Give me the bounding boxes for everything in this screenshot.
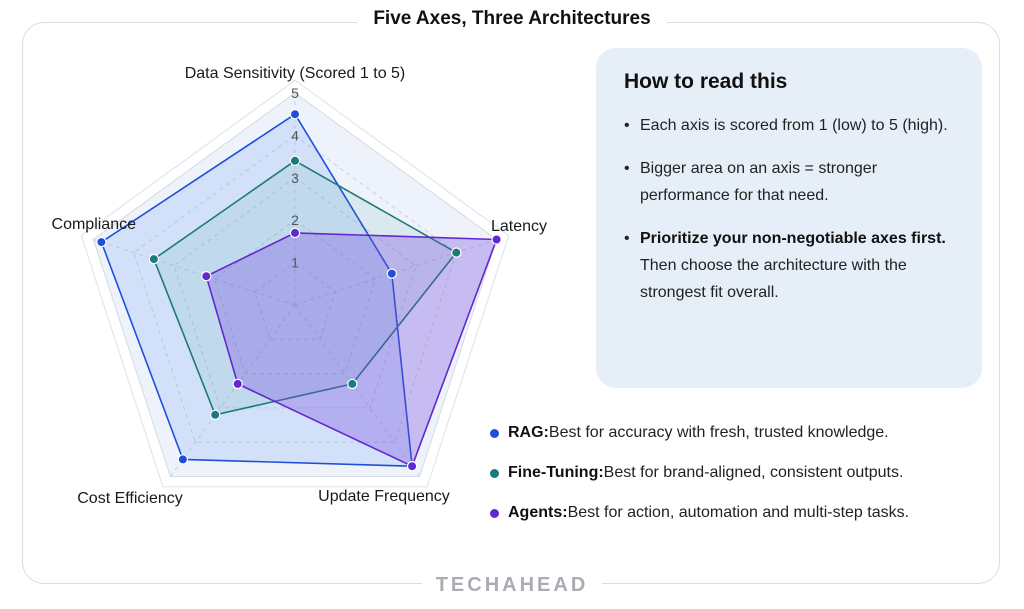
legend-item-rag: RAG: Best for accuracy with fresh, trust… bbox=[490, 422, 1010, 444]
data-point bbox=[289, 108, 301, 120]
series-area bbox=[100, 113, 413, 468]
brand-logo: TECHAHEAD bbox=[0, 574, 1024, 597]
data-point bbox=[289, 227, 301, 239]
info-bullet: Prioritize your non-negotiable axes firs… bbox=[624, 225, 956, 306]
radar-spoke bbox=[169, 304, 296, 477]
data-point bbox=[406, 461, 418, 472]
info-heading: How to read this bbox=[624, 70, 788, 93]
data-point bbox=[201, 271, 212, 282]
data-point bbox=[491, 234, 502, 245]
data-point bbox=[209, 409, 221, 420]
axis-label: Update Frequency bbox=[318, 488, 450, 505]
info-panel: How to read this Each axis is scored fro… bbox=[596, 48, 982, 388]
radar-chart: 1 2 3 4 5 Data Sensitivity (Scored 1 to 5) Lat… bbox=[52, 65, 548, 507]
data-point bbox=[232, 378, 243, 390]
radar-spoke bbox=[294, 304, 421, 477]
data-point bbox=[451, 247, 462, 258]
tick-label: 3 bbox=[291, 170, 299, 186]
legend-dot-fine-tuning bbox=[490, 468, 499, 478]
tick-label: 1 bbox=[291, 255, 299, 271]
data-point bbox=[289, 155, 301, 166]
data-point bbox=[347, 378, 358, 390]
tick-label: 4 bbox=[291, 127, 299, 143]
axis-label: Latency bbox=[491, 218, 547, 235]
data-point bbox=[148, 253, 160, 265]
radar-grid-ring bbox=[92, 92, 498, 477]
info-bullet: Each axis is scored from 1 (low) to 5 (h… bbox=[624, 112, 956, 139]
legend: RAG: Best for accuracy with fresh, trust… bbox=[490, 422, 1010, 542]
legend-item-fine-tuning: Fine-Tuning: Best for brand-aligned, con… bbox=[490, 462, 1010, 484]
tick-label: 2 bbox=[291, 212, 299, 228]
legend-item-agents: Agents: Best for action, automation and … bbox=[490, 502, 1010, 524]
data-point bbox=[386, 268, 397, 279]
radar-spoke bbox=[93, 239, 296, 306]
radar-grid-ring bbox=[254, 261, 336, 340]
axis-label: Compliance bbox=[52, 216, 137, 233]
data-point bbox=[177, 454, 189, 465]
info-bullet: Bigger area on an axis = stronger perfor… bbox=[624, 155, 956, 209]
series-area bbox=[205, 232, 498, 468]
radar-grid-ring bbox=[133, 134, 457, 443]
radar-grid-ring bbox=[213, 219, 377, 375]
info-list: Each axis is scored from 1 (low) to 5 (h… bbox=[624, 112, 956, 306]
axis-label: Cost Efficiency bbox=[77, 490, 183, 507]
chart-title: Five Axes, Three Architectures bbox=[0, 8, 1024, 30]
legend-dot-rag bbox=[490, 428, 499, 438]
tick-label: 5 bbox=[291, 85, 299, 101]
data-point bbox=[96, 236, 107, 248]
axis-label: Data Sensitivity (Scored 1 to 5) bbox=[185, 65, 406, 82]
legend-dot-agents bbox=[490, 508, 499, 518]
